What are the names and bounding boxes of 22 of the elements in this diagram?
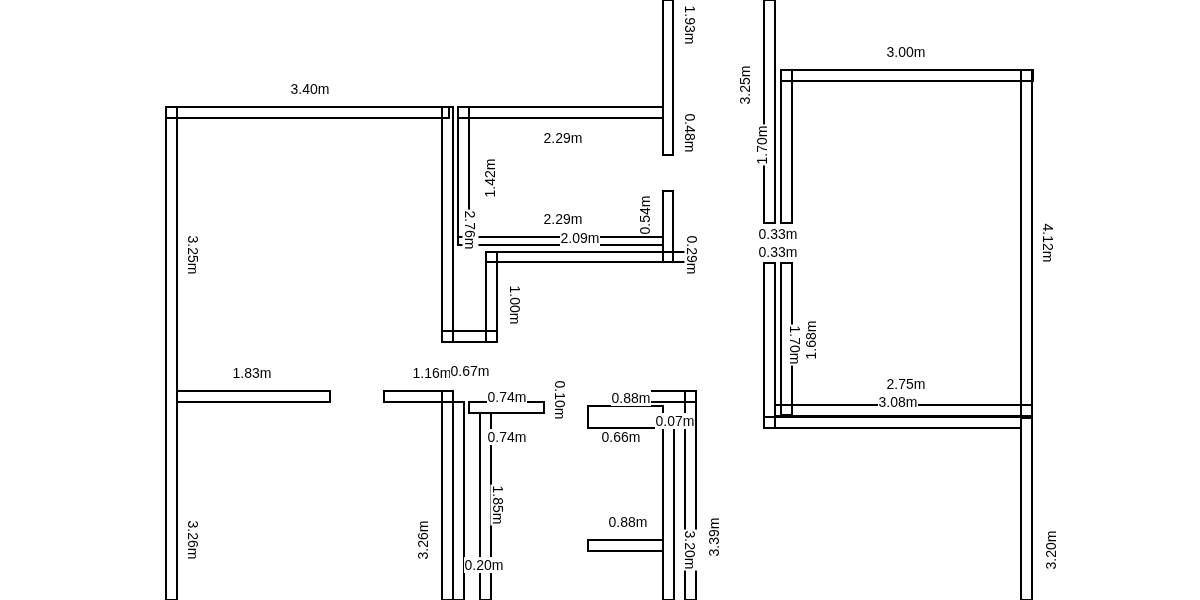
dimension-label: 0.88m bbox=[607, 514, 649, 530]
dimension-label: 0.74m bbox=[486, 429, 528, 445]
dimension-label: 2.09m bbox=[559, 230, 601, 246]
dimension-label: 0.66m bbox=[600, 429, 642, 445]
dimension-label: 3.40m bbox=[289, 81, 331, 97]
dimension-label: 0.88m bbox=[610, 390, 652, 406]
dimension-label: 3.20m bbox=[681, 529, 698, 571]
dimension-label: 0.29m bbox=[683, 234, 700, 276]
dimension-label: 1.83m bbox=[231, 365, 273, 381]
dimension-label: 2.29m bbox=[542, 211, 584, 227]
dimension-label: 0.20m bbox=[463, 557, 505, 573]
dimension-label: 3.00m bbox=[885, 44, 927, 60]
dimension-label: 0.74m bbox=[486, 389, 528, 405]
dimension-label: 1.85m bbox=[489, 484, 506, 526]
dimension-label: 2.75m bbox=[885, 376, 927, 392]
dimension-label: 2.76m bbox=[461, 209, 478, 251]
dimension-label: 0.33m bbox=[757, 226, 799, 242]
dimension-label: 0.07m bbox=[654, 413, 696, 429]
dimension-label: 3.08m bbox=[877, 394, 919, 410]
dimension-label: 0.33m bbox=[757, 244, 799, 260]
dimension-label: 2.29m bbox=[542, 130, 584, 146]
dimension-label: 0.67m bbox=[449, 363, 491, 379]
